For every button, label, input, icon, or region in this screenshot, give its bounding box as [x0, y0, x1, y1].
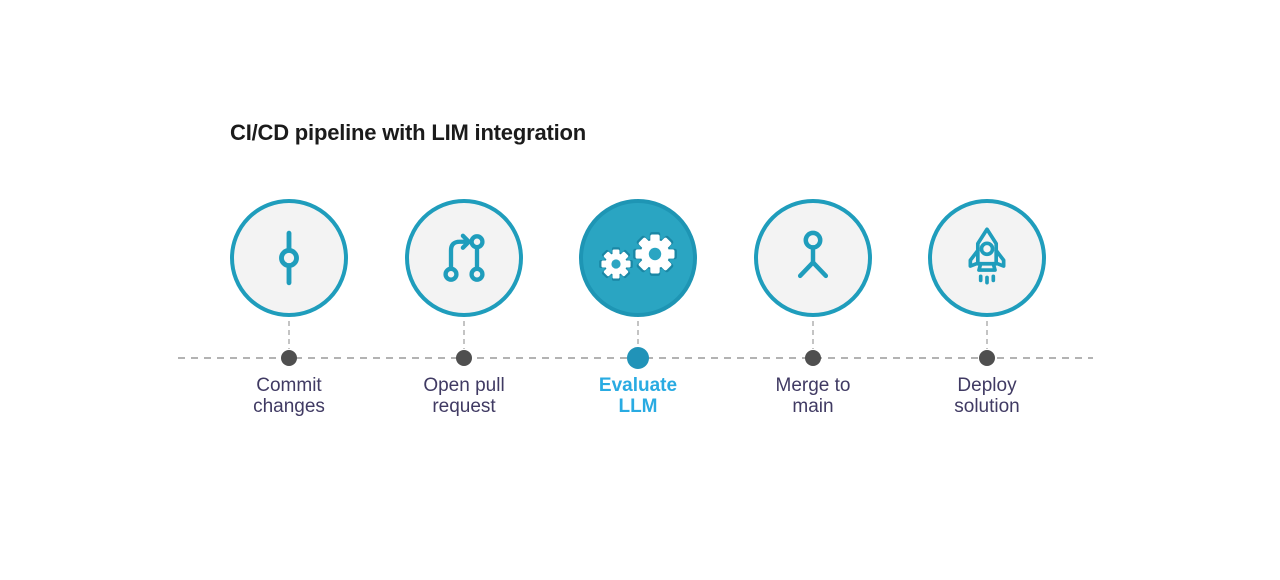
connector-dashed — [812, 321, 814, 349]
timeline-dot-active — [627, 347, 649, 369]
step-circle — [928, 199, 1046, 317]
timeline-dot — [979, 350, 995, 366]
connector-dashed — [986, 321, 988, 349]
gears-icon — [599, 232, 677, 281]
connector-dashed — [637, 321, 639, 349]
step-circle — [405, 199, 523, 317]
pull-request-icon — [443, 233, 485, 282]
step-circle — [230, 199, 348, 317]
connector-dashed — [463, 321, 465, 349]
merge-branch-icon — [797, 230, 829, 279]
git-commit-icon — [279, 230, 299, 286]
timeline-dot — [805, 350, 821, 366]
timeline-dot — [456, 350, 472, 366]
step-circle-active — [579, 199, 697, 317]
pipeline-title: CI/CD pipeline with LIM integration — [230, 120, 586, 145]
timeline-dot — [281, 350, 297, 366]
connector-dashed — [288, 321, 290, 349]
step-circle — [754, 199, 872, 317]
rocket-icon — [968, 227, 1006, 285]
